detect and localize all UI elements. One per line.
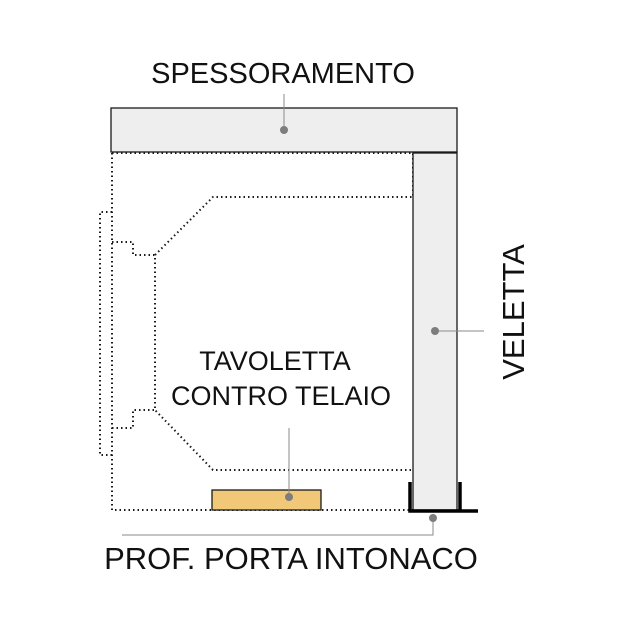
frame-notch-bottom — [112, 409, 155, 429]
tavoletta-board — [211, 489, 322, 511]
door-leaf-edge — [99, 211, 112, 456]
dot-spessoramento — [280, 126, 288, 134]
label-tavoletta-line1: TAVOLETTA — [199, 346, 351, 376]
label-spessoramento: SPESSORAMENTO — [151, 58, 415, 90]
dot-prof-porta — [429, 514, 437, 522]
dot-veletta — [431, 327, 439, 335]
label-prof-porta-intonaco: PROF. PORTA INTONACO — [104, 541, 478, 576]
leader-lines — [122, 94, 484, 536]
label-tavoletta-line2: CONTRO TELAIO — [171, 381, 391, 411]
dot-tavoletta — [285, 493, 293, 501]
frame-outline-right-top — [112, 152, 414, 471]
frame-outline-outer — [111, 153, 413, 511]
leader-dots — [280, 126, 439, 522]
frame-notch-top — [112, 241, 155, 256]
label-veletta: VELETTA — [496, 244, 531, 380]
leader-prof-porta — [122, 518, 434, 536]
profilo-porta-intonaco — [408, 482, 478, 513]
door-frame-outline — [99, 152, 414, 511]
